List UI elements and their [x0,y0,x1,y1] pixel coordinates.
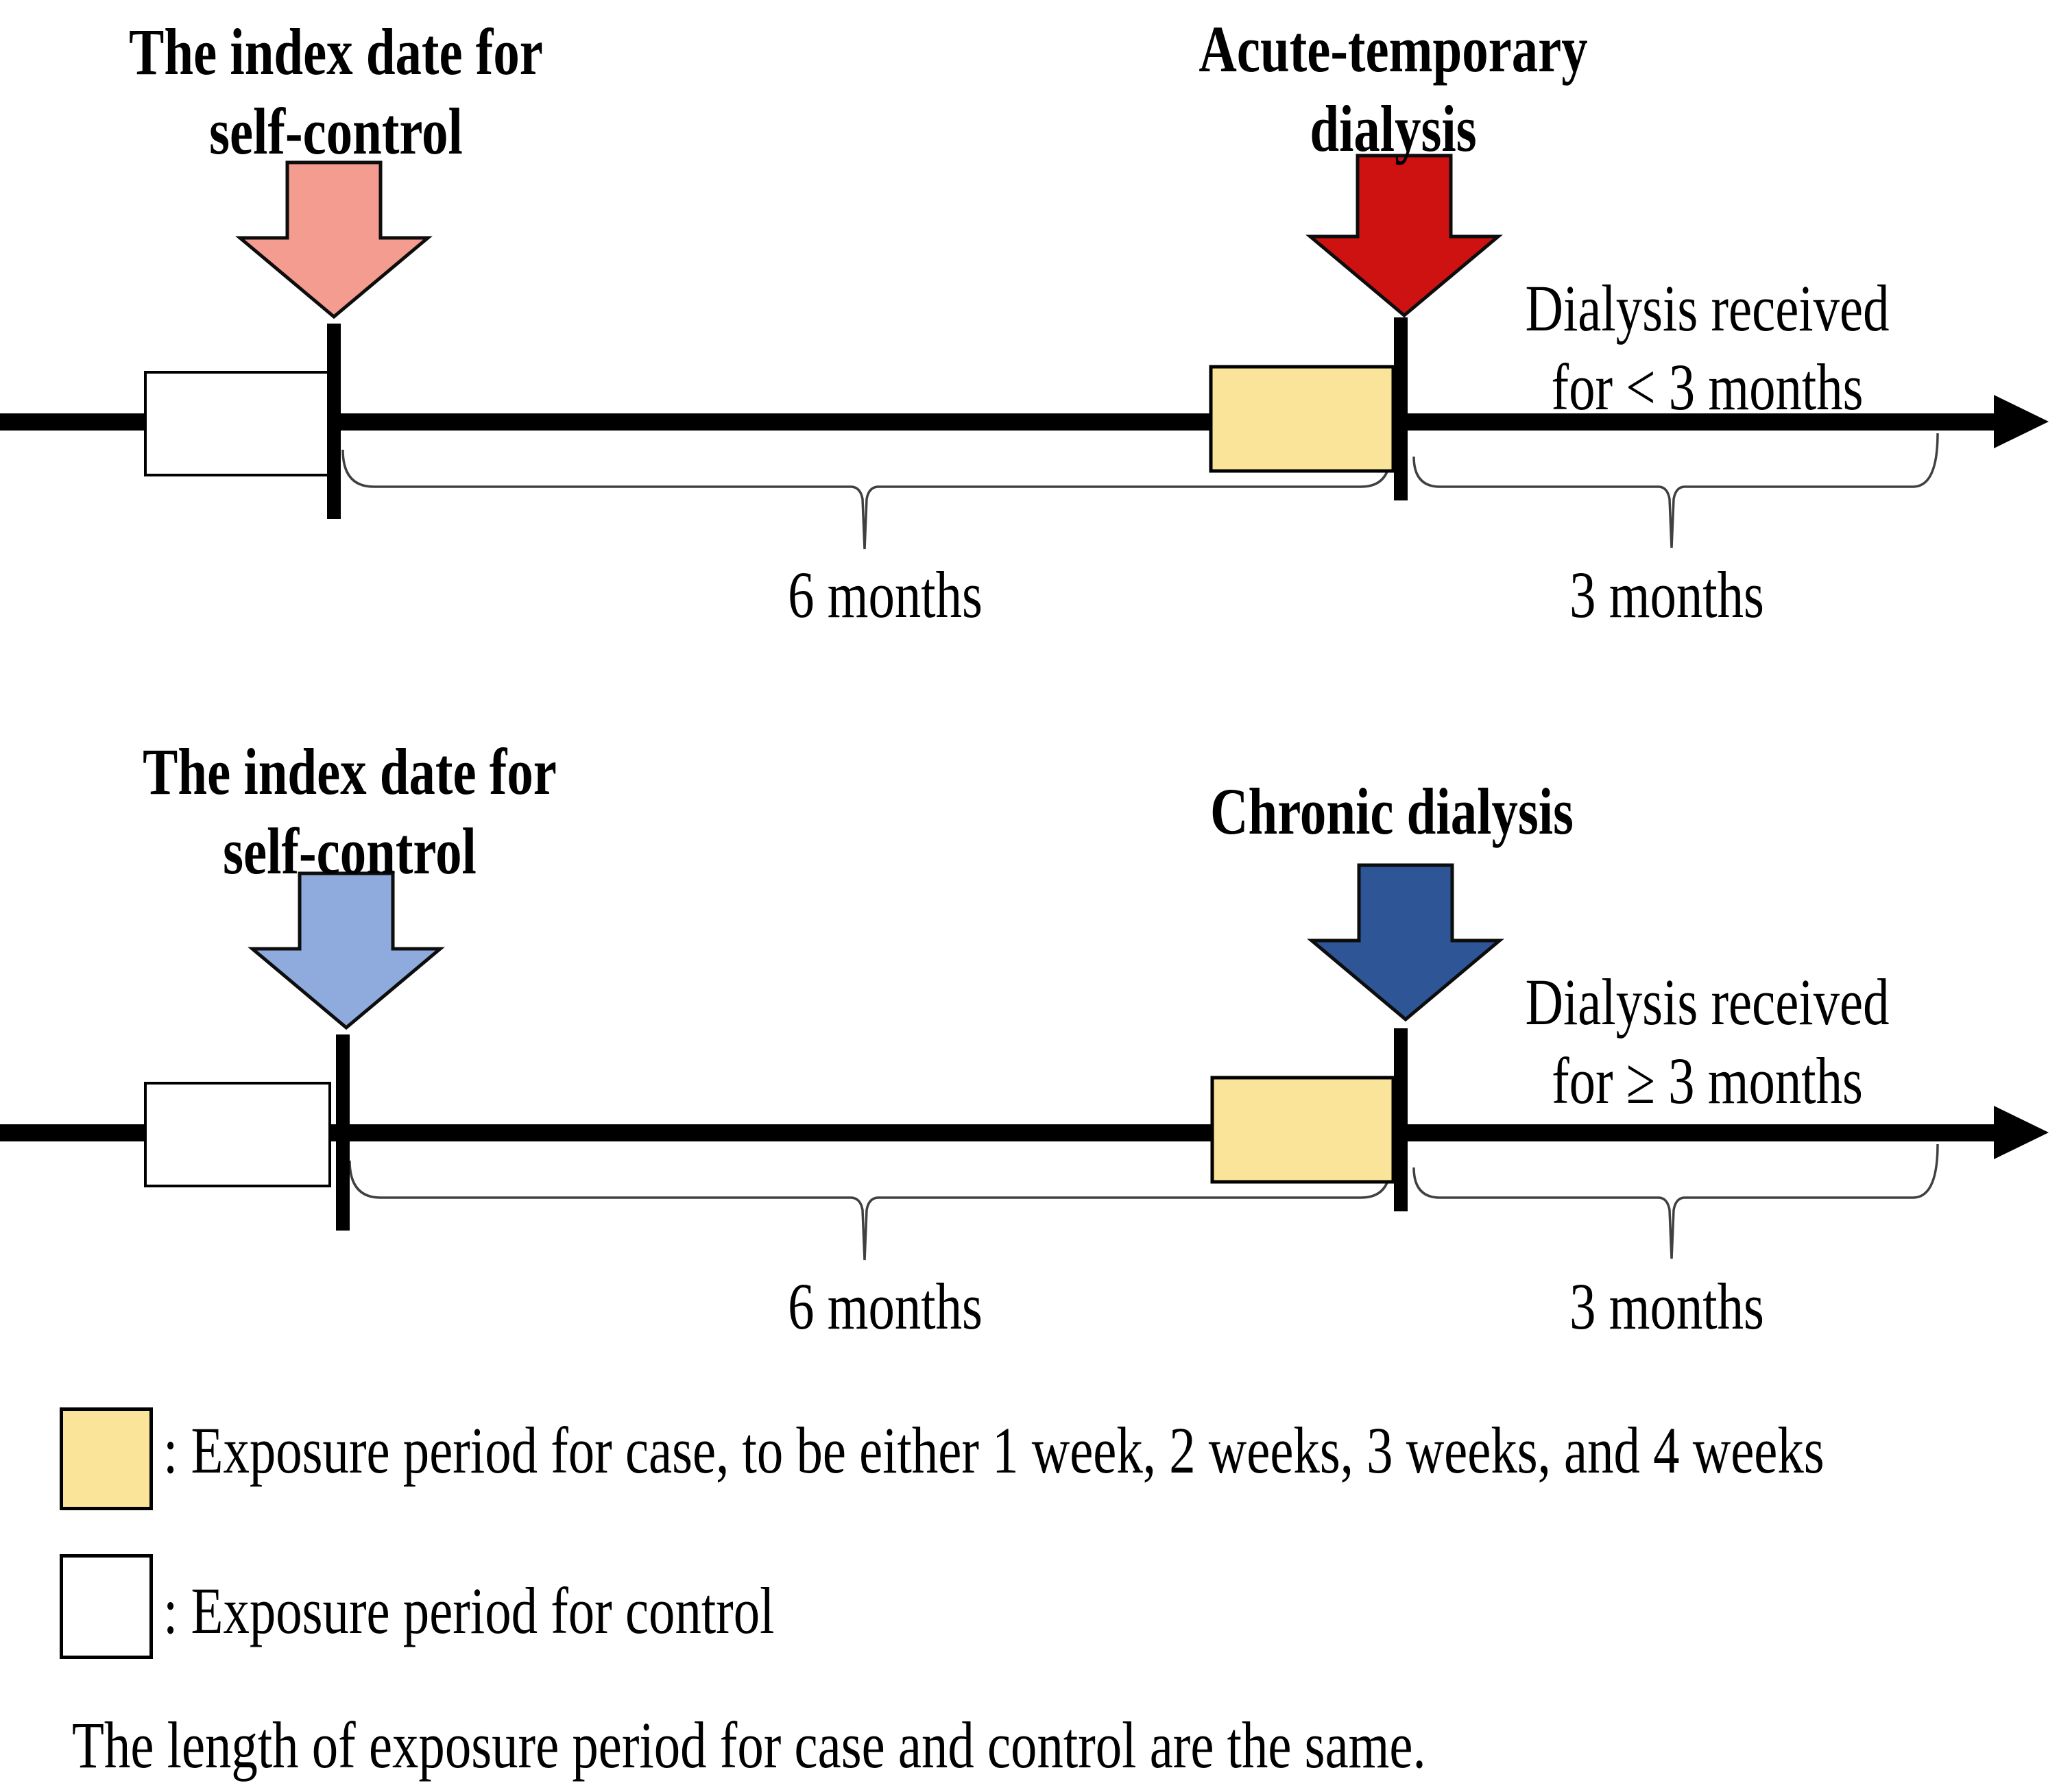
outcome-label-top: Dialysis received for < 3 months [1433,269,1982,426]
acute-dialysis-label: Acute-temporary dialysis [1119,10,1667,169]
legend-case-swatch [60,1407,153,1510]
three-months-brace-bottom [1412,1143,1939,1259]
legend-case-label: : Exposure period for case, to be either… [163,1414,1825,1487]
post-window-label-top: 3 months [1569,558,1764,631]
pre-window-label-top: 6 months [788,558,983,631]
index-date-tick-bottom [336,1034,350,1231]
outcome-label-bottom: Dialysis received for ≥ 3 months [1433,962,1982,1120]
control-exposure-box-top [144,371,331,476]
six-months-brace-bottom [348,1160,1392,1261]
control-exposure-box-bottom [144,1082,331,1187]
index-date-label-bottom: The index date for self-control [75,732,624,891]
footnote: The length of exposure period for case a… [72,1708,1426,1782]
chronic-dialysis-label: Chronic dialysis [1210,775,1574,848]
six-months-brace-top [341,449,1392,550]
index-date-label-bottom-line2: self-control [223,814,477,888]
case-exposure-box-top [1209,365,1395,473]
index-date-tick-top [327,324,341,519]
dialysis-date-tick-bottom [1394,1028,1408,1211]
outcome-label-bottom-line2: for ≥ 3 months [1552,1044,1863,1117]
index-date-arrow-bottom [248,871,445,1030]
index-date-label-top-line1: The index date for [129,15,543,88]
timeline-bottom-arrowhead-icon [1994,1106,2049,1159]
timeline-bottom [0,1124,1999,1141]
pre-window-label-bottom: 6 months [788,1270,983,1343]
dialysis-date-tick-top [1394,317,1408,500]
acute-dialysis-label-line1: Acute-temporary [1199,12,1588,86]
outcome-label-top-line1: Dialysis received [1525,271,1890,345]
index-date-label-top-line2: self-control [209,95,463,168]
acute-dialysis-label-line2: dialysis [1310,92,1477,165]
index-date-label-bottom-line1: The index date for [143,735,557,808]
legend-control-label: : Exposure period for control [163,1574,775,1647]
case-exposure-box-bottom [1210,1076,1395,1184]
legend-control-swatch [60,1554,153,1659]
acute-dialysis-arrow [1305,154,1503,318]
outcome-label-top-line2: for < 3 months [1551,350,1864,424]
timeline-top-arrowhead-icon [1994,395,2049,448]
three-months-brace-top [1412,433,1939,548]
index-date-label-top: The index date for self-control [62,12,610,171]
post-window-label-bottom: 3 months [1569,1270,1764,1343]
chronic-dialysis-arrow [1307,863,1504,1022]
index-date-arrow-top [235,160,433,319]
outcome-label-bottom-line1: Dialysis received [1525,965,1890,1039]
